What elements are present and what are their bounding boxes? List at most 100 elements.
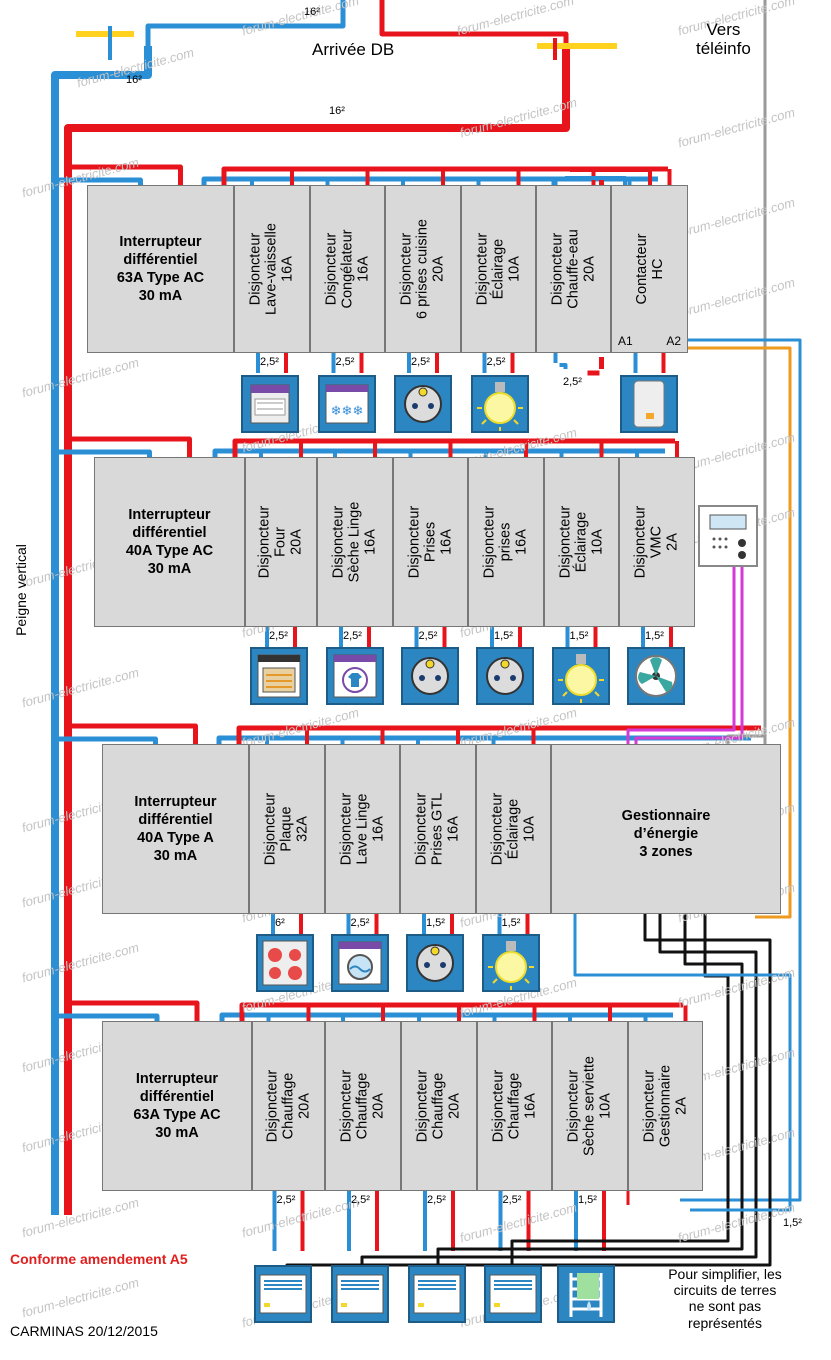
teleinfo-orange — [680, 346, 792, 919]
thermostat-control-2 — [634, 566, 744, 744]
dishwasher-icon — [241, 375, 299, 433]
breaker-module: Disjoncteur Sèche Linge 16A — [317, 457, 393, 627]
breaker-label: Disjoncteur Prises 16A — [406, 505, 455, 579]
cable-section-label: 2,5² — [563, 376, 582, 388]
cable-section-label: 1,5² — [501, 917, 521, 929]
breaker-module: Disjoncteur Prises 16A — [393, 457, 468, 627]
comb-neutral-vertical — [51, 46, 152, 1215]
supply-title: Arrivée DB — [312, 40, 395, 59]
row1-neutral-feed — [55, 449, 152, 457]
breaker-module: Disjoncteur Chauffe-eau 20A — [536, 185, 611, 353]
breaker-label: Disjoncteur VMC 2A — [632, 505, 682, 579]
radiator-icon — [331, 1265, 389, 1323]
rcd-switch: Interrupteur différentiel 40A Type AC 30… — [94, 457, 245, 627]
breaker-label: Disjoncteur Chauffe-eau 20A — [549, 229, 598, 309]
cable-section-label: 1,5² — [426, 917, 445, 929]
breaker-label: Disjoncteur prises 16A — [481, 505, 531, 579]
breaker-module: Disjoncteur prises 16A — [468, 457, 544, 627]
breaker-module: Disjoncteur Plaque 32A — [249, 744, 325, 914]
section-label-left: 16² — [126, 74, 142, 86]
terminal-a1: A1 — [618, 334, 633, 348]
cable-section-label: 2,5² — [411, 356, 430, 368]
breaker-module: Disjoncteur 6 prises cuisine 20A — [385, 185, 461, 353]
breaker-label: Disjoncteur Éclairage 10A — [557, 505, 606, 579]
breaker-module: Disjoncteur VMC 2A — [619, 457, 695, 627]
rcd-switch: Interrupteur différentiel 63A Type AC 30… — [102, 1021, 252, 1191]
cable-section-label: 1,5² — [494, 630, 513, 642]
breaker-module: Disjoncteur Lave-vaisselle 16A — [234, 185, 310, 353]
breaker-label: Disjoncteur Éclairage 10A — [474, 232, 523, 306]
dryer-icon — [326, 647, 384, 705]
cable-section-label: 2,5² — [335, 356, 355, 368]
row0-neutral-feed — [55, 177, 143, 185]
section-label-top: 16² — [304, 6, 320, 18]
cable-section-label: 2,5² — [486, 356, 506, 368]
bulb-icon — [482, 934, 540, 992]
breaker-module: Disjoncteur Gestionnaire 2A — [628, 1021, 703, 1191]
bulb-icon — [552, 647, 610, 705]
breaker-module: Disjoncteur Lave Linge 16A — [325, 744, 400, 914]
socket-icon — [406, 934, 464, 992]
breaker-label: Disjoncteur Chauffage 20A — [414, 1069, 464, 1143]
row2-neutral-bus — [216, 735, 751, 744]
radiator-icon — [484, 1265, 542, 1323]
cable-section-label: 1,5² — [578, 1194, 597, 1206]
rcd-label: Interrupteur différentiel 40A Type A 30 … — [134, 793, 217, 865]
breaker-label: Disjoncteur Four 20A — [256, 505, 306, 579]
breaker-label: Disjoncteur Lave Linge 16A — [338, 792, 387, 866]
thermostat-control-1 — [626, 566, 736, 744]
breaker-label: Disjoncteur Sèche Linge 16A — [330, 501, 380, 583]
row1-phase-bus — [232, 438, 675, 457]
socket-icon — [401, 647, 459, 705]
row1-neutral-bus — [212, 448, 665, 457]
breaker-module: Disjoncteur Éclairage 10A — [476, 744, 551, 914]
oven-icon — [250, 647, 308, 705]
energy-manager: Gestionnaire d’énergie 3 zones — [551, 744, 781, 914]
rcd-label: Interrupteur différentiel 63A Type AC 30… — [133, 1070, 221, 1142]
breaker-module: Disjoncteur Congélateur 16A — [310, 185, 385, 353]
thermostat-icon — [698, 505, 758, 567]
row3-neutral-feed — [55, 1013, 160, 1021]
rcd-label: Interrupteur différentiel 40A Type AC 30… — [125, 506, 214, 578]
heater-neutral-dashed — [553, 177, 568, 373]
breaker-label: Disjoncteur Chauffage 20A — [264, 1069, 313, 1143]
manager-neutral — [573, 914, 792, 1212]
breaker-label: Disjoncteur Congélateur 16A — [323, 229, 372, 309]
teleinfo-label: Vers téléinfo — [696, 20, 751, 59]
panel-row-3: Interrupteur différentiel 40A Type A 30 … — [102, 744, 781, 914]
freezer-icon: ❄❄❄ — [318, 375, 376, 433]
cable-section-label: 2,5² — [418, 630, 438, 642]
row2-phase-bus — [236, 725, 761, 744]
peigne-vertical-label: Peigne vertical — [13, 544, 29, 636]
pilot-wire-3 — [510, 914, 730, 1282]
breaker-label: Disjoncteur 6 prises cuisine 20A — [398, 219, 448, 319]
breaker-label: Disjoncteur Éclairage 10A — [489, 792, 538, 866]
earth-note: Pour simplifier, les circuits de terres … — [668, 1266, 782, 1331]
panel-row-4: Interrupteur différentiel 63A Type AC 30… — [102, 1021, 703, 1191]
breaker-label: Disjoncteur Prises GTL 16A — [413, 792, 463, 866]
breaker-label: Disjoncteur Sèche serviette 10A — [565, 1056, 615, 1156]
cable-section-label: 2,5² — [502, 1194, 522, 1206]
breaker-label: Disjoncteur Lave-vaisselle 16A — [247, 223, 297, 315]
cable-section-label: 2,5² — [276, 1194, 296, 1206]
breaker-module: Disjoncteur Chauffage 20A — [252, 1021, 325, 1191]
cable-section-label: 2,5² — [350, 917, 370, 929]
breaker-module: Disjoncteur Chauffage 16A — [477, 1021, 552, 1191]
feed-phase-top — [379, 0, 569, 46]
cable-section-label: 2,5² — [260, 356, 279, 368]
cable-section-label: 6² — [275, 917, 285, 929]
cable-section-label: 2,5² — [427, 1194, 446, 1206]
rcd-label: Interrupteur différentiel 63A Type AC 30… — [116, 233, 205, 305]
svg-text:❄❄❄: ❄❄❄ — [331, 403, 364, 418]
cable-section-label: 2,5² — [351, 1194, 370, 1206]
radiator-icon — [254, 1265, 312, 1323]
socket-icon — [394, 375, 452, 433]
terminal-a2: A2 — [666, 334, 681, 348]
cable-section-label: 2,5² — [343, 630, 362, 642]
cable-section-label: 2,5² — [269, 630, 288, 642]
washing-machine-icon — [331, 934, 389, 992]
author-credit: CARMINAS 20/12/2015 — [10, 1323, 158, 1339]
breaker-module: Disjoncteur Sèche serviette 10A — [552, 1021, 628, 1191]
